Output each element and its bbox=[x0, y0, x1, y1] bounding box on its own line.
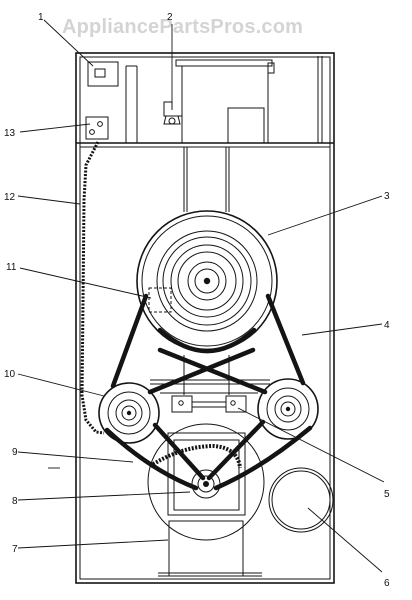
tensioner-bracket bbox=[160, 392, 258, 413]
frame-rails bbox=[150, 147, 270, 395]
callout-7: 7 bbox=[12, 544, 18, 555]
callout-8: 8 bbox=[12, 496, 18, 507]
callout-9: 9 bbox=[12, 447, 18, 458]
callout-2: 2 bbox=[167, 12, 173, 23]
callout-4: 4 bbox=[384, 320, 390, 331]
callout-labels: 1 2 3 4 5 6 7 8 9 10 11 12 13 bbox=[4, 12, 390, 589]
top-compartment bbox=[85, 56, 323, 144]
callout-1: 1 bbox=[38, 12, 44, 23]
callout-5: 5 bbox=[384, 489, 390, 500]
callout-12: 12 bbox=[4, 192, 16, 203]
callout-3: 3 bbox=[384, 191, 390, 202]
watermark-text: AppliancePartsPros.com bbox=[62, 16, 303, 38]
leader-lines bbox=[17, 19, 385, 573]
idler-pulley-left bbox=[98, 382, 160, 444]
cabinet-outline bbox=[75, 52, 335, 584]
idler-pulley-right bbox=[257, 378, 319, 440]
callout-11: 11 bbox=[6, 262, 17, 273]
motor-mount bbox=[158, 520, 262, 577]
drive-belts bbox=[104, 293, 313, 491]
callout-13: 13 bbox=[4, 128, 16, 139]
motor-hose bbox=[148, 443, 242, 469]
wire-harness bbox=[80, 141, 105, 435]
callout-6: 6 bbox=[384, 578, 390, 589]
callout-10: 10 bbox=[4, 369, 16, 380]
pump-canister bbox=[268, 467, 334, 533]
